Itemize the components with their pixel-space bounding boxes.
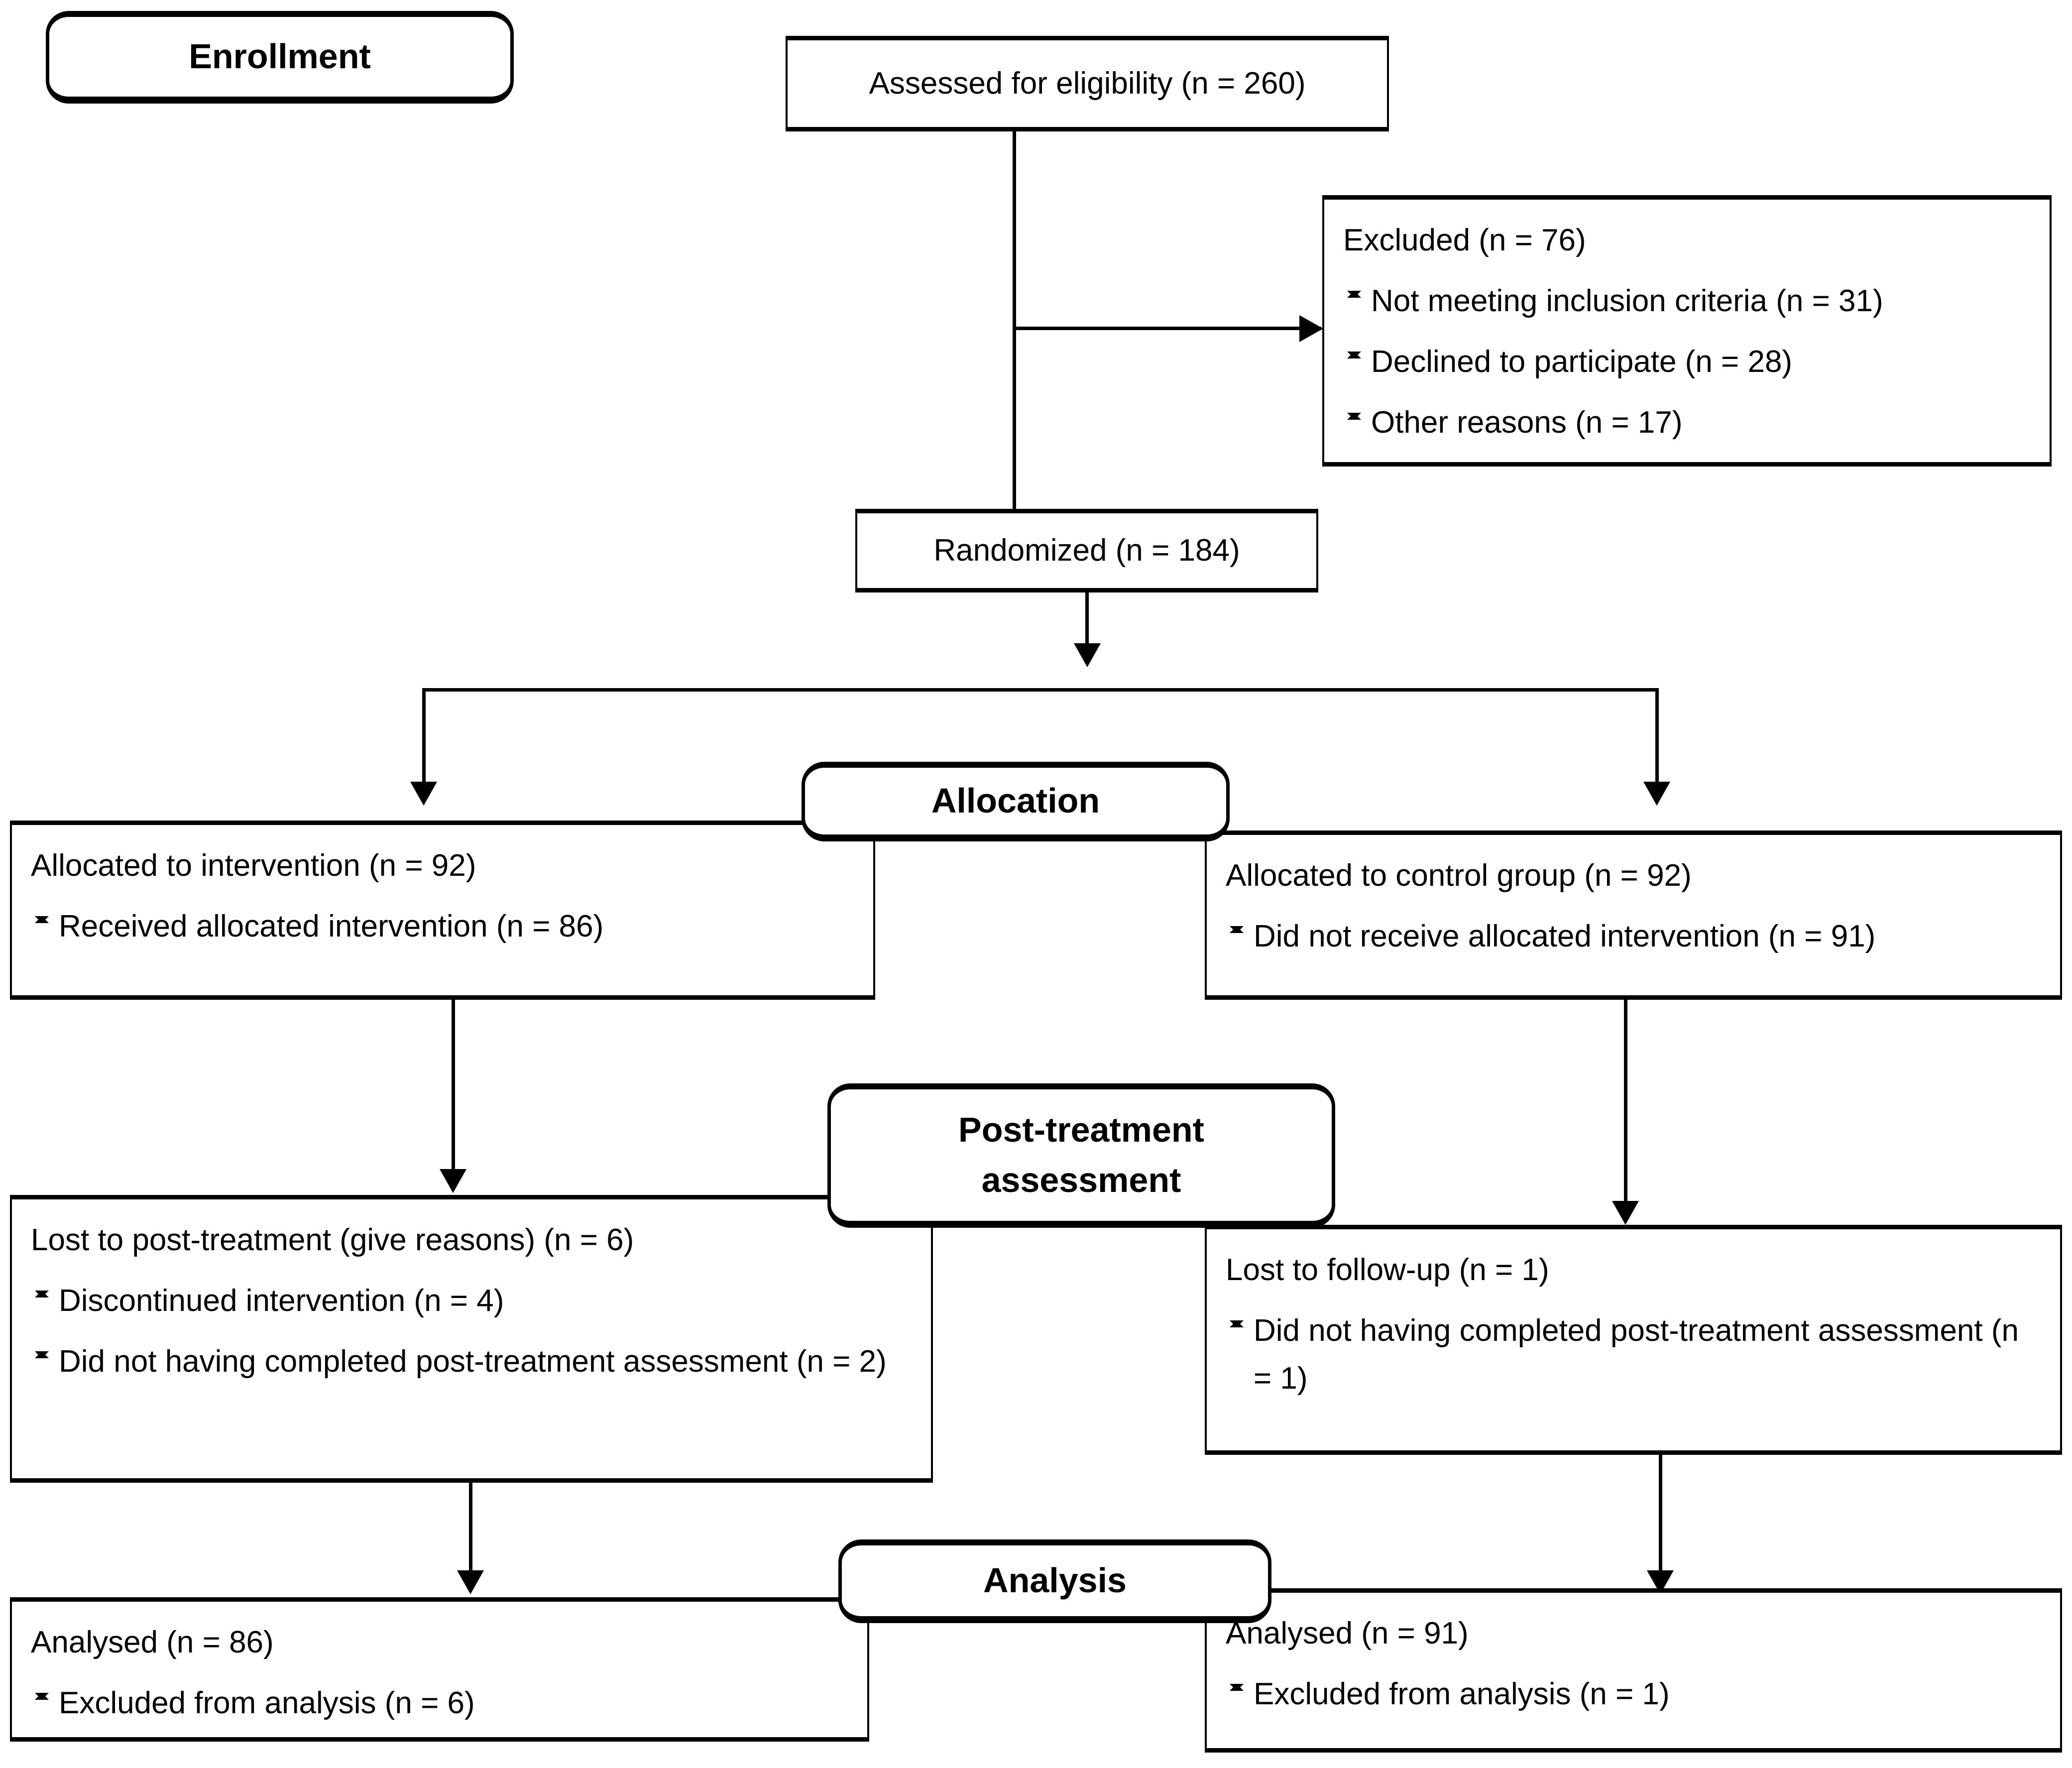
randomized-text: Randomized (n = 184) — [933, 533, 1240, 568]
diamond-bullet-icon — [35, 916, 49, 924]
excluded-reason-item: Other reasons (n = 17) — [1343, 399, 2031, 447]
stage-label-analysis: Analysis — [838, 1539, 1271, 1623]
arrowhead-post-right — [1612, 1201, 1639, 1225]
allocated-control-item-text: Did not receive allocated intervention (… — [1254, 919, 1876, 954]
post-treatment-control-item-text: Did not having completed post-treatment … — [1254, 1313, 2019, 1396]
box-analysis-control: Analysed (n = 91) Excluded from analysis… — [1205, 1588, 2062, 1753]
analysis-intervention-item-text: Excluded from analysis (n = 6) — [59, 1686, 475, 1721]
arrowhead-to-excluded — [1299, 315, 1323, 342]
arrowhead-allocation-right — [1643, 782, 1670, 806]
fork-leg-left — [422, 688, 426, 792]
diamond-bullet-icon — [1347, 352, 1361, 359]
arrowhead-randomized-down — [1074, 643, 1101, 667]
arrowhead-allocation-left — [410, 782, 437, 806]
post-treatment-intervention-item-text: Discontinued intervention (n = 4) — [59, 1284, 504, 1318]
excluded-reason-item: Not meeting inclusion criteria (n = 31) — [1343, 277, 2031, 325]
excluded-reason-text: Not meeting inclusion criteria (n = 31) — [1371, 284, 1883, 319]
diamond-bullet-icon — [1347, 412, 1361, 420]
stage-label-allocation: Allocation — [802, 762, 1230, 841]
arrowhead-analysis-left — [457, 1570, 484, 1594]
stage-label-post-treatment-line1: Post-treatment — [958, 1110, 1204, 1149]
allocated-control-item: Did not receive allocated intervention (… — [1226, 913, 2041, 960]
box-excluded: Excluded (n = 76) Not meeting inclusion … — [1322, 195, 2052, 467]
diamond-bullet-icon — [35, 1693, 49, 1700]
assessed-text: Assessed for eligibility (n = 260) — [869, 66, 1306, 101]
box-allocated-control: Allocated to control group (n = 92) Did … — [1205, 830, 2062, 1000]
connector-randomized-down — [1085, 592, 1089, 652]
stage-label-enrollment-text: Enrollment — [189, 37, 371, 76]
box-allocated-intervention: Allocated to intervention (n = 92) Recei… — [10, 821, 875, 1000]
box-post-treatment-intervention: Lost to post-treatment (give reasons) (n… — [10, 1195, 933, 1483]
allocated-control-heading: Allocated to control group (n = 92) — [1226, 858, 1692, 893]
connector-to-excluded — [1013, 327, 1321, 330]
connector-assessed-to-randomized — [1013, 131, 1016, 535]
excluded-heading: Excluded (n = 76) — [1343, 223, 1586, 257]
diamond-bullet-icon — [35, 1291, 49, 1298]
diamond-bullet-icon — [35, 1351, 49, 1359]
stage-label-allocation-text: Allocation — [931, 781, 1100, 821]
excluded-reason-text: Other reasons (n = 17) — [1371, 405, 1683, 440]
post-treatment-intervention-item: Did not having completed post-treatment … — [31, 1338, 912, 1386]
box-analysis-intervention: Analysed (n = 86) Excluded from analysis… — [10, 1597, 869, 1742]
box-assessed-for-eligibility: Assessed for eligibility (n = 260) — [786, 36, 1389, 131]
connector-alloc-left-to-post — [452, 1000, 455, 1177]
post-treatment-control-item: Did not having completed post-treatment … — [1226, 1307, 2041, 1403]
allocated-intervention-item: Received allocated intervention (n = 86) — [31, 903, 854, 950]
fork-bar-allocation — [422, 688, 1659, 692]
diamond-bullet-icon — [1347, 291, 1361, 298]
stage-label-analysis-text: Analysis — [983, 1561, 1127, 1600]
post-treatment-control-heading: Lost to follow-up (n = 1) — [1226, 1253, 1549, 1287]
excluded-reason-text: Declined to participate (n = 28) — [1371, 345, 1793, 379]
stage-label-post-treatment-line2: assessment — [981, 1161, 1181, 1199]
fork-leg-right — [1655, 688, 1659, 792]
connector-post-left-to-analysis — [469, 1483, 472, 1578]
analysis-control-item-text: Excluded from analysis (n = 1) — [1254, 1677, 1670, 1712]
post-treatment-intervention-item: Discontinued intervention (n = 4) — [31, 1277, 912, 1325]
arrowhead-post-left — [440, 1169, 466, 1193]
diamond-bullet-icon — [1230, 926, 1244, 934]
allocated-intervention-item-text: Received allocated intervention (n = 86) — [59, 909, 604, 944]
stage-label-enrollment: Enrollment — [46, 11, 514, 104]
analysis-intervention-item: Excluded from analysis (n = 6) — [31, 1679, 848, 1727]
allocated-intervention-heading: Allocated to intervention (n = 92) — [31, 848, 476, 883]
connector-alloc-right-to-post — [1624, 1000, 1627, 1209]
analysis-intervention-heading: Analysed (n = 86) — [31, 1625, 274, 1659]
analysis-control-heading: Analysed (n = 91) — [1226, 1616, 1469, 1650]
excluded-reason-item: Declined to participate (n = 28) — [1343, 338, 2031, 386]
post-treatment-intervention-item-text: Did not having completed post-treatment … — [59, 1344, 887, 1379]
connector-post-right-to-analysis — [1659, 1455, 1662, 1578]
box-post-treatment-control: Lost to follow-up (n = 1) Did not having… — [1205, 1225, 2062, 1455]
box-randomized: Randomized (n = 184) — [855, 509, 1318, 592]
diamond-bullet-icon — [1230, 1684, 1244, 1691]
diamond-bullet-icon — [1230, 1320, 1244, 1328]
analysis-control-item: Excluded from analysis (n = 1) — [1226, 1670, 2041, 1718]
stage-label-post-treatment: Post-treatment assessment — [827, 1083, 1335, 1228]
post-treatment-intervention-heading: Lost to post-treatment (give reasons) (n… — [31, 1223, 634, 1257]
